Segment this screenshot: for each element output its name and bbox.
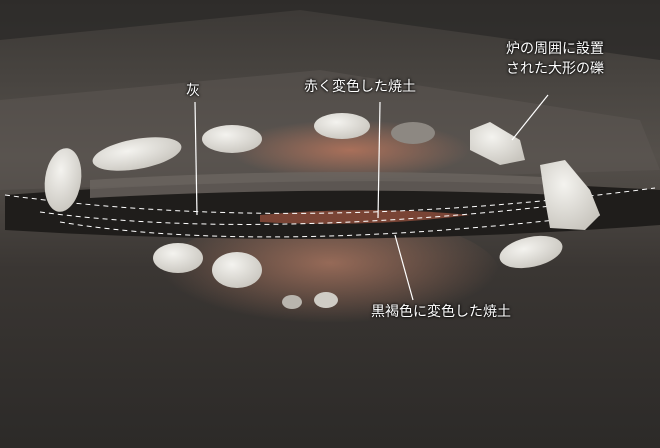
layer-boundary-lower bbox=[59, 214, 601, 238]
stone bbox=[314, 292, 338, 308]
stone-ring bbox=[44, 113, 600, 309]
leader-stones bbox=[511, 94, 549, 141]
stone bbox=[470, 122, 525, 165]
stone bbox=[212, 252, 262, 288]
red-burnt-area-bottom bbox=[160, 215, 500, 335]
label-large-stones-line1: 炉の周囲に設置 bbox=[506, 41, 604, 57]
stone bbox=[391, 122, 435, 144]
upper-shadow bbox=[0, 0, 660, 60]
layer-boundary-middle bbox=[39, 204, 561, 225]
leader-ash bbox=[194, 101, 198, 216]
stone bbox=[44, 148, 82, 212]
leader-dark-soil bbox=[394, 234, 414, 301]
label-red-burnt-soil: 赤く変色した焼土 bbox=[304, 79, 416, 95]
stone bbox=[92, 137, 182, 171]
stone bbox=[282, 295, 302, 309]
stone bbox=[499, 235, 563, 269]
leader-red-soil bbox=[377, 101, 381, 219]
trench-section bbox=[5, 181, 660, 239]
label-large-stones-line2: された大形の礫 bbox=[506, 61, 604, 77]
label-dark-burnt-soil: 黒褐色に変色した焼土 bbox=[371, 304, 511, 320]
stone bbox=[540, 160, 600, 230]
stone bbox=[153, 243, 203, 273]
stone bbox=[314, 113, 370, 139]
stone bbox=[202, 125, 262, 153]
label-ash: 灰 bbox=[186, 83, 200, 99]
trench-ledge bbox=[90, 171, 560, 198]
